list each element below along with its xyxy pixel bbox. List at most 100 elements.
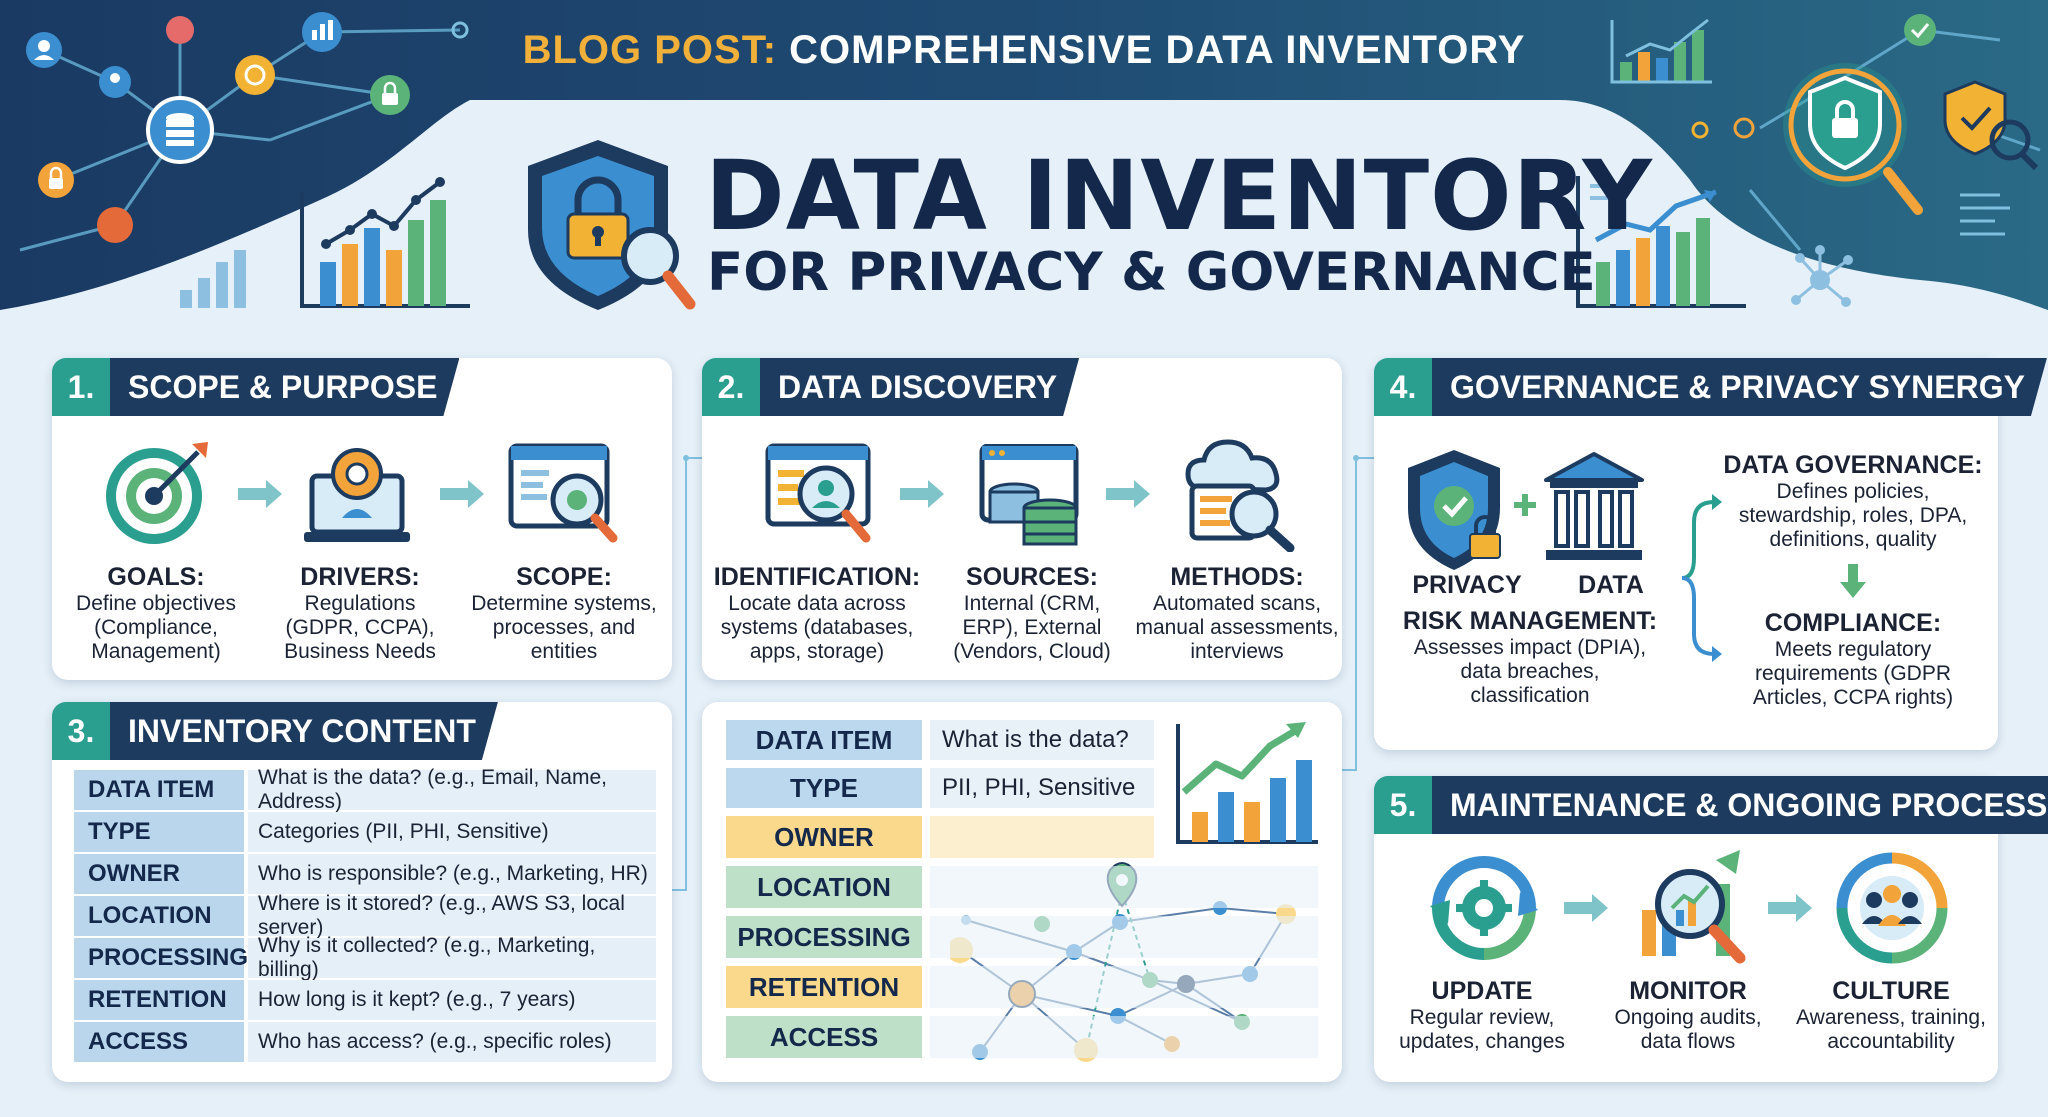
- step-desc-line: Internal (CRM,: [963, 592, 1101, 615]
- step-desc-line: apps, storage): [749, 640, 885, 663]
- compliance-block: COMPLIANCE: Meets regulatory requirement…: [1718, 608, 1988, 710]
- arrow-icon: [1564, 894, 1608, 922]
- growth-chart-left-icon: [300, 177, 470, 308]
- identification-icon: [765, 443, 871, 543]
- risk-management-block: RISK MANAGEMENT: Assesses impact (DPIA),…: [1380, 606, 1680, 708]
- block-title: DATA GOVERNANCE:: [1723, 451, 1983, 479]
- scope-magnifier-icon: [508, 443, 618, 543]
- row-key: TYPE: [74, 812, 244, 852]
- row-value: Who has access? (e.g., specific roles): [248, 1022, 656, 1062]
- database-icon: [979, 444, 1079, 546]
- step-title: DRIVERS:: [300, 563, 420, 591]
- step-desc-line: (Vendors, Cloud): [953, 640, 1111, 663]
- target-icon: [106, 442, 208, 544]
- panel-key: OWNER: [726, 816, 922, 858]
- growth-bar-chart-icon: [1176, 722, 1318, 844]
- step-culture: CULTURE Awareness, training, accountabil…: [1788, 976, 1994, 1054]
- culture-people-icon: [1836, 852, 1948, 964]
- step-desc-line: processes, and: [492, 616, 636, 639]
- branch-arrows-icon: [1681, 494, 1722, 662]
- block-desc-line: stewardship, roles, DPA,: [1738, 504, 1968, 527]
- section-5-header: 5. MAINTENANCE & ONGOING PROCESS: [1374, 776, 2048, 834]
- step-title: MONITOR: [1629, 977, 1747, 1005]
- step-desc-line: systems (databases,: [720, 616, 914, 639]
- step-desc-line: entities: [530, 640, 598, 663]
- step-title: METHODS:: [1170, 563, 1304, 591]
- row-key: PROCESSING: [74, 938, 248, 978]
- block-title: COMPLIANCE:: [1764, 609, 1942, 637]
- section-title: MAINTENANCE & ONGOING PROCESS: [1432, 776, 2048, 834]
- bar-chart-left-icon: [180, 250, 246, 308]
- table-row: DATA ITEM What is the data? (e.g., Email…: [74, 766, 656, 813]
- section-number: 4.: [1374, 358, 1432, 416]
- step-title: GOALS:: [107, 563, 205, 591]
- section-title: DATA DISCOVERY: [760, 358, 1079, 416]
- growth-chart-top-right-icon: [1610, 18, 1712, 84]
- panel-value: [930, 866, 1318, 908]
- blog-prefix: BLOG POST:: [522, 28, 778, 72]
- blog-title: COMPREHENSIVE DATA INVENTORY: [789, 28, 1526, 72]
- arrow-icon: [900, 480, 944, 508]
- step-desc-line: interviews: [1190, 640, 1284, 663]
- section-number: 5.: [1374, 776, 1432, 834]
- main-shield-lock-icon: [528, 140, 696, 310]
- monitor-chart-icon: [1642, 850, 1746, 964]
- row-key: LOCATION: [74, 896, 244, 936]
- step-desc-line: (Compliance,: [94, 616, 218, 639]
- panel-key: ACCESS: [726, 1016, 922, 1058]
- panel-value: [930, 966, 1318, 1008]
- step-desc-line: accountability: [1827, 1030, 1955, 1053]
- panel-key: LOCATION: [726, 866, 922, 908]
- arrow-icon: [238, 480, 282, 508]
- label-text: PRIVACY: [1412, 571, 1522, 599]
- down-arrow-icon: [1840, 564, 1866, 598]
- step-desc-line: ERP), External: [962, 616, 1102, 639]
- block-desc-line: data breaches,: [1460, 660, 1600, 683]
- row-value: How long is it kept? (e.g., 7 years): [248, 980, 656, 1020]
- blog-post-heading: BLOG POST: COMPREHENSIVE DATA INVENTORY: [0, 28, 2048, 73]
- block-desc-line: Assesses impact (DPIA),: [1413, 636, 1647, 659]
- panel-value: PII, PHI, Sensitive: [930, 768, 1154, 808]
- privacy-data-icons: [1408, 450, 1644, 570]
- step-identification: IDENTIFICATION: Locate data across syste…: [708, 562, 926, 664]
- data-label: DATA: [1548, 570, 1674, 600]
- maintenance-card: 5. MAINTENANCE & ONGOING PROCESS UPDATE …: [1374, 776, 1998, 1082]
- row-value: Where is it stored? (e.g., AWS S3, local…: [248, 892, 656, 939]
- inventory-content-card: 3. INVENTORY CONTENT DATA ITEM What is t…: [52, 702, 672, 1082]
- cloud-search-icon: [1185, 439, 1295, 552]
- section-title: INVENTORY CONTENT: [110, 702, 498, 760]
- page-title: DATA INVENTORY: [705, 140, 1653, 252]
- step-monitor: MONITOR Ongoing audits, data flows: [1590, 976, 1786, 1054]
- table-row: PROCESSING Why is it collected? (e.g., M…: [74, 934, 656, 981]
- section-1-header: 1. SCOPE & PURPOSE: [52, 358, 459, 416]
- table-row: LOCATION Where is it stored? (e.g., AWS …: [74, 892, 656, 939]
- governance-privacy-card: 4. GOVERNANCE & PRIVACY SYNERGY PRIVACY …: [1374, 358, 1998, 750]
- laptop-gear-icon: [304, 448, 410, 542]
- step-goals: GOALS: Define objectives (Compliance, Ma…: [58, 562, 254, 664]
- step-title: IDENTIFICATION:: [713, 563, 921, 591]
- arrow-icon: [1106, 480, 1150, 508]
- section-title: GOVERNANCE & PRIVACY SYNERGY: [1432, 358, 2047, 416]
- step-desc-line: (GDPR, CCPA),: [285, 616, 435, 639]
- block-title: RISK MANAGEMENT:: [1402, 607, 1658, 635]
- page-subtitle: FOR PRIVACY & GOVERNANCE: [707, 242, 1596, 303]
- block-desc-line: Articles, CCPA rights): [1752, 686, 1954, 709]
- panel-value: [930, 816, 1154, 858]
- shield-check-icon: [1408, 450, 1501, 570]
- section-number: 3.: [52, 702, 110, 760]
- row-value: Categories (PII, PHI, Sensitive): [248, 812, 656, 852]
- row-key: ACCESS: [74, 1022, 244, 1062]
- update-cycle-icon: [1430, 856, 1538, 960]
- row-key: OWNER: [74, 854, 244, 894]
- step-desc-line: Regular review,: [1409, 1006, 1555, 1029]
- table-row: RETENTION How long is it kept? (e.g., 7 …: [74, 980, 656, 1020]
- panel-value: [930, 1016, 1318, 1058]
- inventory-visual-panel: DATA ITEM What is the data? TYPE PII, PH…: [702, 702, 1342, 1082]
- data-discovery-card: 2. DATA DISCOVERY IDENTIFICATION: Locate…: [702, 358, 1342, 680]
- step-title: SOURCES:: [966, 563, 1098, 591]
- row-value: What is the data? (e.g., Email, Name, Ad…: [248, 766, 656, 813]
- step-update: UPDATE Regular review, updates, changes: [1384, 976, 1580, 1054]
- step-methods: METHODS: Automated scans, manual assessm…: [1134, 562, 1340, 664]
- step-sources: SOURCES: Internal (CRM, ERP), External (…: [934, 562, 1130, 664]
